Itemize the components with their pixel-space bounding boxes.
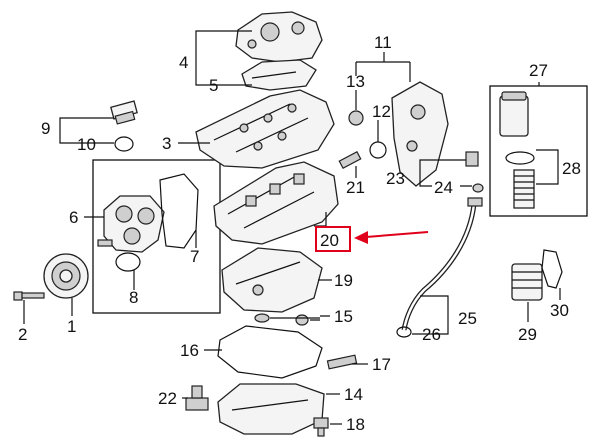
oil-level-sensor-part-22 (185, 385, 209, 411)
callout-21: 21 (346, 178, 365, 197)
callout-24: 24 (434, 178, 453, 197)
cooler-gasket-part-30 (541, 249, 563, 289)
upper-timing-cover (235, 11, 323, 63)
seal-part-8 (115, 252, 141, 272)
cap-seal-part-10 (114, 136, 134, 152)
cover-gasket-part-7 (159, 173, 199, 249)
callout-26: 26 (422, 325, 441, 344)
callout-16: 16 (180, 341, 199, 360)
seal-part-13 (348, 110, 364, 126)
bracket-part-21 (338, 150, 362, 170)
callout-23: 23 (386, 169, 405, 188)
lower-oil-pan (217, 383, 325, 435)
callout-4: 4 (179, 53, 188, 72)
callout-10: 10 (77, 135, 96, 154)
cylinder-head-cover (195, 89, 335, 169)
timing-cover-group-box (92, 159, 221, 314)
seal-part-12 (369, 141, 387, 159)
callout-3: 3 (162, 134, 171, 153)
callout-28: 28 (562, 159, 581, 178)
oil-filler-cap (110, 100, 138, 125)
callout-8: 8 (129, 288, 138, 307)
callout-11: 11 (374, 33, 392, 52)
callout-5: 5 (209, 76, 218, 95)
highlight-arrow-head (354, 231, 368, 244)
callout-1: 1 (67, 317, 76, 336)
callout-29: 29 (518, 325, 537, 344)
callout-30: 30 (550, 301, 569, 320)
cylinder-head (213, 161, 339, 245)
callout-15: 15 (334, 307, 353, 326)
sensor-part-17 (326, 354, 358, 370)
callout-2: 2 (18, 325, 27, 344)
plug-part-15 (295, 314, 309, 326)
drain-plug-part-18 (313, 417, 329, 437)
sensor-part-23 (465, 151, 479, 167)
timing-cover-lower (103, 195, 165, 253)
callout-20: 20 (320, 231, 339, 250)
highlight-arrow (365, 231, 429, 238)
callout-22: 22 (158, 389, 177, 408)
filter-seal (505, 151, 535, 165)
callout-27: 27 (529, 61, 548, 80)
callout-12: 12 (372, 102, 391, 121)
callout-19: 19 (334, 271, 353, 290)
callout-17: 17 (372, 355, 391, 374)
callout-14: 14 (344, 385, 363, 404)
callout-25: 25 (458, 309, 477, 328)
washer-part-24 (472, 183, 484, 193)
oil-filter-housing (499, 91, 529, 137)
oil-cooler (511, 263, 543, 301)
oil-filter-element (513, 169, 535, 209)
callout-18: 18 (346, 415, 365, 434)
callout-7: 7 (190, 247, 199, 266)
upper-oil-pan (221, 247, 323, 313)
crankshaft-pulley (43, 253, 89, 299)
bolt-in-group (97, 239, 113, 247)
timing-cover-gasket (241, 59, 317, 91)
seal-part-26 (396, 326, 412, 338)
washer-part-15 (254, 313, 270, 323)
callout-9: 9 (41, 119, 50, 138)
oil-pan-gasket (217, 325, 323, 379)
callout-6: 6 (69, 208, 78, 227)
leader-lines (23, 30, 561, 425)
pulley-bolt (13, 291, 45, 301)
callout-13: 13 (346, 72, 365, 91)
dipstick-handle (467, 197, 483, 207)
highlight-box-part-20 (315, 226, 351, 252)
